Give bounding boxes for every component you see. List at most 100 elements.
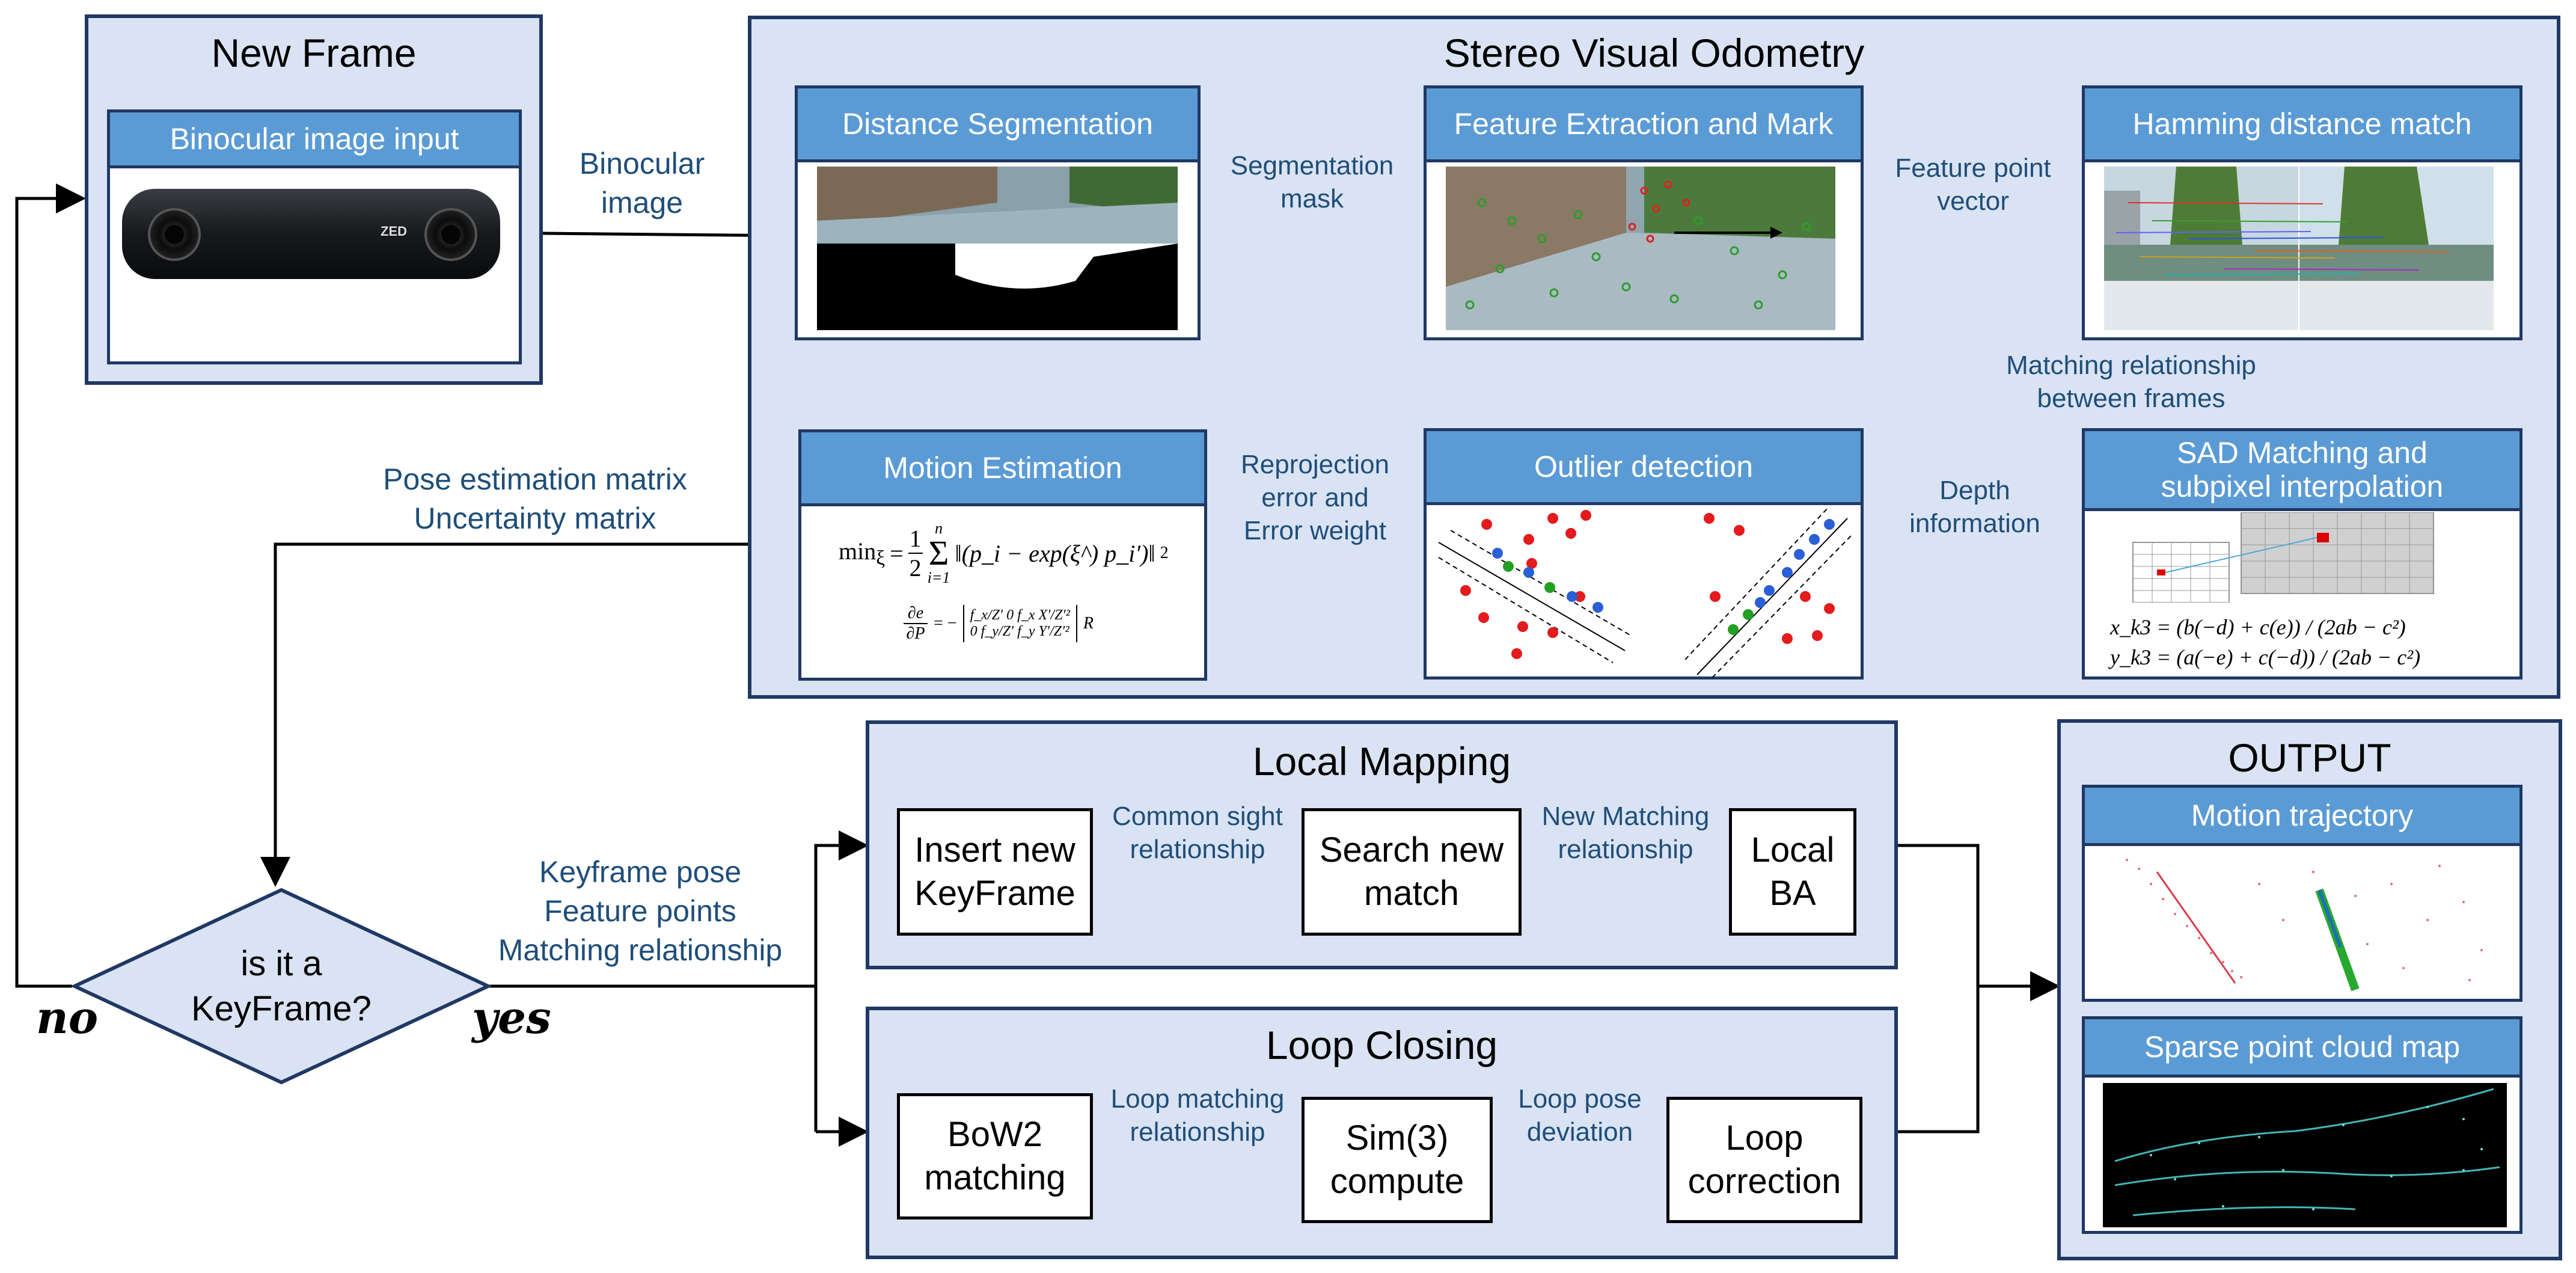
outlier-header: Outlier detection [1427, 431, 1861, 505]
output-title: OUTPUT [2228, 735, 2391, 780]
box-line: compute [1330, 1162, 1464, 1201]
label-no: no [36, 992, 99, 1044]
formula-jac-row2: 0 f_y/Z′ f_y Y′/Z′² [970, 624, 1069, 639]
sparse-map-header: Sparse point cloud map [2085, 1019, 2519, 1078]
formula-jac-row1: f_x/Z′ 0 f_x X′/Z′² [970, 607, 1070, 623]
local-mapping-title: Local Mapping [1252, 739, 1511, 784]
distance-segmentation-card: Distance Segmentation [795, 85, 1201, 340]
label-segmentation-mask: Segmentation mask [1202, 149, 1422, 215]
feature-extraction-header: Feature Extraction and Mark [1427, 88, 1861, 162]
formula-half-num: 1 [909, 525, 922, 553]
feature-image [1446, 167, 1835, 333]
box-line: Local [1751, 830, 1835, 870]
keyframe-decision [71, 888, 492, 1085]
new-frame-title: New Frame [211, 31, 417, 75]
label-line: Error weight [1243, 516, 1387, 545]
label-line: Feature point [1895, 153, 2051, 183]
box-line: Loop [1725, 1118, 1804, 1158]
outlier-figure [1433, 506, 1854, 681]
formula-sum-top: n [935, 520, 943, 537]
binocular-input-card: Binocular image input ZED [107, 109, 522, 364]
formula-sum-bot: i=1 [927, 569, 950, 587]
label-loop-matching: Loop matching relationship [1095, 1082, 1300, 1149]
segmentation-image [817, 167, 1178, 333]
outlier-card: Outlier detection [1424, 428, 1864, 679]
sparse-map-card: Sparse point cloud map [2082, 1016, 2522, 1234]
motion-estimation-card: Motion Estimation minξ = 1 2 n Σ i=1 ‖(p… [798, 429, 1207, 681]
hamming-header: Hamming distance match [2085, 88, 2519, 162]
label-line: relationship [1130, 1117, 1265, 1147]
zed-logo: ZED [381, 224, 407, 239]
label-line: mask [1280, 184, 1344, 213]
label-line: deviation [1526, 1117, 1633, 1147]
label-pose-estimation: Pose estimation matrix Uncertainty matri… [340, 460, 730, 538]
motion-estimation-header: Motion Estimation [801, 432, 1204, 506]
label-matching-between-frames: Matching relationship between frames [1984, 349, 2278, 415]
sparse-map-image [2103, 1083, 2507, 1230]
svo-title: Stereo Visual Odometry [1443, 31, 1865, 75]
bow2-matching-box: BoW2 matching [897, 1093, 1093, 1219]
label-line: error and [1261, 483, 1369, 512]
trajectory-card: Motion trajectory [2082, 785, 2522, 1002]
formula-jac-matrix: f_x/Z′ 0 f_x X′/Z′² 0 f_y/Z′ f_y Y′/Z′² [962, 605, 1077, 642]
label-line: Reprojection [1240, 450, 1390, 479]
sad-grid-figure [2121, 512, 2458, 606]
formula-half: 1 2 [908, 524, 923, 582]
label-line: relationship [1130, 835, 1265, 864]
decision-text: is it a KeyFrame? [161, 941, 402, 1032]
label-line: vector [1937, 186, 2009, 216]
trajectory-header: Motion trajectory [2085, 788, 2519, 846]
box-line: Sim(3) [1345, 1118, 1449, 1158]
sad-formula-x: x_k3 = (b(−d) + c(e)) / (2ab − c²) [2110, 615, 2406, 639]
label-yes: yes [472, 992, 551, 1044]
binocular-input-header: Binocular image input [110, 112, 519, 168]
arrow-yes-lm [814, 830, 869, 1132]
label-loop-pose: Loop pose deviation [1496, 1082, 1664, 1149]
label-line: Matching relationship [498, 933, 783, 967]
label-line: Uncertainty matrix [414, 502, 656, 535]
label-line: Loop pose [1518, 1084, 1642, 1114]
decision-line2: KeyFrame? [191, 989, 372, 1029]
formula-min: minξ [839, 537, 885, 570]
label-line: Loop matching [1110, 1084, 1285, 1114]
formula-square: 2 [1160, 544, 1169, 563]
label-line: Binocular [579, 147, 705, 180]
formula-jac-den: ∂P [906, 624, 925, 643]
new-frame-panel: New Frame Binocular image input ZED [85, 14, 543, 385]
label-feature-vector: Feature point vector [1865, 152, 2081, 218]
label-keyframe-outputs: Keyframe pose Feature points Matching re… [469, 853, 812, 970]
label-line: Feature points [544, 894, 736, 928]
label-depth-information: Depth information [1870, 474, 2080, 540]
feature-extraction-card: Feature Extraction and Mark [1424, 85, 1864, 340]
formula-jac-lhs: ∂e ∂P [904, 604, 928, 643]
label-line: New Matching [1541, 802, 1710, 831]
hamming-image [2104, 167, 2494, 333]
formula-jac-r: R [1083, 614, 1094, 633]
label-line: between frames [2037, 384, 2226, 413]
label-line: Matching relationship [2006, 351, 2256, 380]
box-line: BA [1769, 874, 1816, 913]
formula-norm: ‖(p_i − exp(ξ^) p_i′)‖ [955, 539, 1155, 567]
loop-correction-box: Loop correction [1666, 1097, 1862, 1223]
line-lm-out [1898, 844, 1980, 1133]
box-line: BoW2 [947, 1114, 1042, 1154]
label-new-matching: New Matching relationship [1523, 800, 1728, 866]
label-line: Pose estimation matrix [383, 462, 687, 496]
arrow-pose [260, 542, 798, 887]
box-line: matching [924, 1158, 1066, 1197]
hamming-card: Hamming distance match [2082, 85, 2522, 340]
box-line: correction [1687, 1162, 1841, 1201]
distance-segmentation-header: Distance Segmentation [798, 88, 1198, 162]
decision-line1: is it a [240, 944, 322, 983]
trajectory-image [2103, 848, 2506, 994]
loop-closing-title: Loop Closing [1265, 1023, 1498, 1067]
label-line: image [601, 186, 684, 219]
label-binocular-image: Binocular image [543, 144, 741, 222]
label-line: relationship [1558, 835, 1693, 864]
label-line: information [1909, 509, 2040, 538]
box-line: match [1364, 874, 1459, 913]
